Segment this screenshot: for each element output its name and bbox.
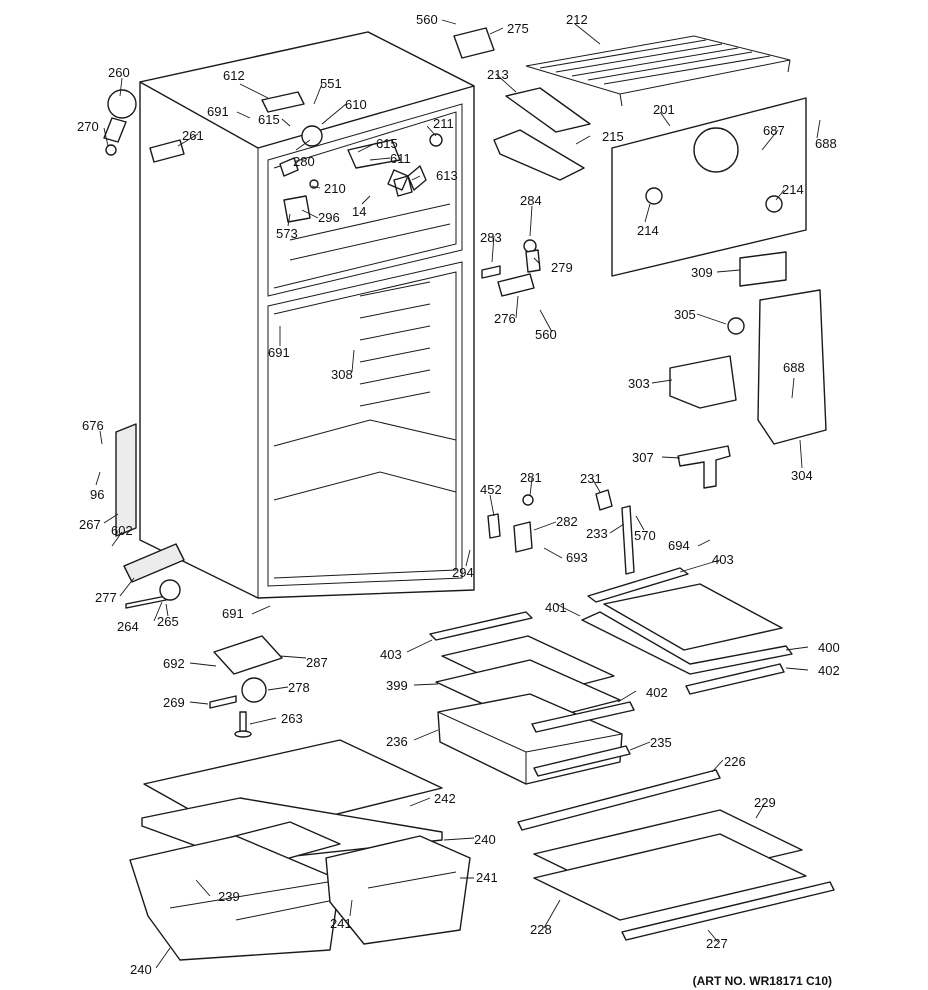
callout-687: 687 <box>763 123 785 138</box>
callout-280: 280 <box>293 154 315 169</box>
callout-402: 402 <box>818 663 840 678</box>
callout-241: 241 <box>476 870 498 885</box>
callout-401: 401 <box>545 600 567 615</box>
callout-214: 214 <box>782 182 804 197</box>
callout-551: 551 <box>320 76 342 91</box>
callout-691: 691 <box>222 606 244 621</box>
callout-269: 269 <box>163 695 185 710</box>
callout-296: 296 <box>318 210 340 225</box>
callout-277: 277 <box>95 590 117 605</box>
callout-294: 294 <box>452 565 474 580</box>
callout-231: 231 <box>580 471 602 486</box>
callout-239: 239 <box>218 889 240 904</box>
callout-560: 560 <box>416 12 438 27</box>
callout-570: 570 <box>634 528 656 543</box>
callout-214: 214 <box>637 223 659 238</box>
callout-215: 215 <box>602 129 624 144</box>
callout-307: 307 <box>632 450 654 465</box>
callout-308: 308 <box>331 367 353 382</box>
callout-275: 275 <box>507 21 529 36</box>
callout-452: 452 <box>480 482 502 497</box>
callout-264: 264 <box>117 619 139 634</box>
callout-688: 688 <box>815 136 837 151</box>
callout-267: 267 <box>79 517 101 532</box>
callout-260: 260 <box>108 65 130 80</box>
callout-573: 573 <box>276 226 298 241</box>
callout-263: 263 <box>281 711 303 726</box>
callout-615: 615 <box>258 112 280 127</box>
callout-309: 309 <box>691 265 713 280</box>
left-side-parts <box>103 89 185 609</box>
callout-276: 276 <box>494 311 516 326</box>
callout-691: 691 <box>268 345 290 360</box>
callout-242: 242 <box>434 791 456 806</box>
callout-283: 283 <box>480 230 502 245</box>
callout-213: 213 <box>487 67 509 82</box>
callout-610: 610 <box>345 97 367 112</box>
top-right-parts <box>453 27 827 489</box>
callout-402: 402 <box>646 685 668 700</box>
callout-226: 226 <box>724 754 746 769</box>
callout-304: 304 <box>791 468 813 483</box>
callout-403: 403 <box>712 552 734 567</box>
callout-615: 615 <box>376 136 398 151</box>
callout-241: 241 <box>330 916 352 931</box>
callout-612: 612 <box>223 68 245 83</box>
callout-235: 235 <box>650 735 672 750</box>
callout-281: 281 <box>520 470 542 485</box>
callout-labels: 560 275 212 260 270 612 551 691 615 610 … <box>77 12 840 977</box>
callout-399: 399 <box>386 678 408 693</box>
callout-613: 613 <box>436 168 458 183</box>
callout-692: 692 <box>163 656 185 671</box>
callout-233: 233 <box>586 526 608 541</box>
callout-403: 403 <box>380 647 402 662</box>
callout-305: 305 <box>674 307 696 322</box>
callout-265: 265 <box>157 614 179 629</box>
leader-lines <box>95 19 821 969</box>
cabinet <box>139 31 475 599</box>
callout-284: 284 <box>520 193 542 208</box>
callout-201: 201 <box>653 102 675 117</box>
callout-236: 236 <box>386 734 408 749</box>
bottom-left-parts <box>129 635 471 961</box>
callout-694: 694 <box>668 538 690 553</box>
callout-227: 227 <box>706 936 728 951</box>
callout-14: 14 <box>352 204 366 219</box>
callout-229: 229 <box>754 795 776 810</box>
callout-228: 228 <box>530 922 552 937</box>
callout-287: 287 <box>306 655 328 670</box>
callout-279: 279 <box>551 260 573 275</box>
callout-278: 278 <box>288 680 310 695</box>
callout-560: 560 <box>535 327 557 342</box>
callout-261: 261 <box>182 128 204 143</box>
callout-270: 270 <box>77 119 99 134</box>
callout-240: 240 <box>474 832 496 847</box>
callout-688: 688 <box>783 360 805 375</box>
callout-282: 282 <box>556 514 578 529</box>
callout-676: 676 <box>82 418 104 433</box>
callout-400: 400 <box>818 640 840 655</box>
callout-211: 211 <box>433 116 454 131</box>
callout-212: 212 <box>566 12 588 27</box>
callout-611: 611 <box>390 151 411 166</box>
callout-303: 303 <box>628 376 650 391</box>
callout-691: 691 <box>207 104 229 119</box>
callout-96: 96 <box>90 487 104 502</box>
callout-240: 240 <box>130 962 152 977</box>
middle-right-parts <box>429 489 793 785</box>
callout-210: 210 <box>324 181 346 196</box>
callout-693: 693 <box>566 550 588 565</box>
bottom-right-parts <box>517 769 835 941</box>
cabinet-top-hardware <box>261 91 443 223</box>
art-number: (ART NO. WR18171 C10) <box>692 974 832 988</box>
callout-602: 602 <box>111 523 133 538</box>
